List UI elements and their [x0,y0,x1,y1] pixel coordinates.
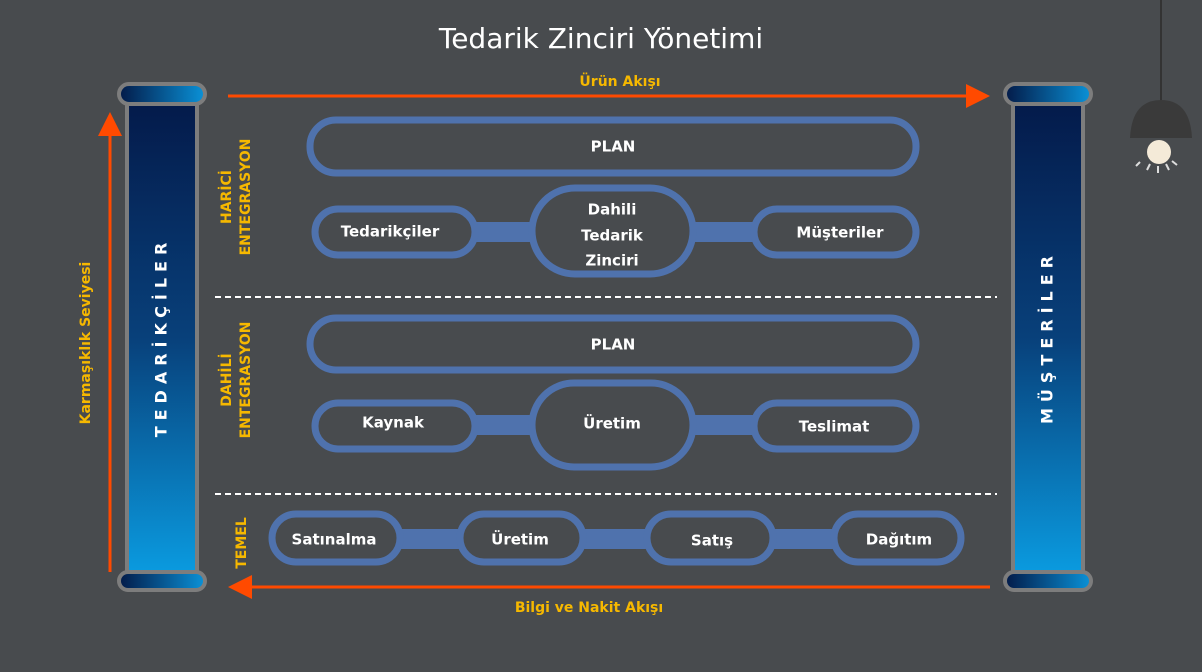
internal-supply-chain-node: Dahili [588,201,637,219]
delivery-node: Teslimat [799,418,870,436]
distribution-node: Dağıtım [866,531,932,549]
production-node: Üretim [491,530,549,549]
page-title: Tedarik Zinciri Yönetimi [438,22,763,55]
customers-node: Müşteriler [796,224,884,242]
suppliers-column: TEDARİKÇİLER [117,82,207,592]
internal-supply-chain-node: Tedarik [581,227,644,245]
suppliers-column-label: TEDARİKÇİLER [152,237,171,438]
lamp-icon [1130,0,1192,173]
sales-node: Satış [691,532,733,550]
internal-integration-section: DAHİLİ ENTEGRASYON PLAN Kaynak Üretim Te… [218,314,920,471]
internal-supply-chain-node: Zinciri [585,252,638,270]
info-cash-flow-label: Bilgi ve Nakit Akışı [515,600,663,616]
product-flow-label: Ürün Akışı [579,72,660,90]
plan-node: PLAN [591,336,636,354]
section-label: ENTEGRASYON [238,139,254,256]
plan-node: PLAN [591,138,636,156]
external-integration-section: HARİCİ ENTEGRASYON PLAN Tedarikçiler Dah… [218,116,920,278]
production-node: Üretim [583,414,641,433]
customers-column: MÜŞTERİLER [1003,82,1093,592]
section-label: DAHİLİ [218,353,235,407]
section-label: TEMEL [234,517,250,569]
procurement-node: Satınalma [292,531,377,549]
suppliers-node: Tedarikçiler [341,223,440,241]
section-label: HARİCİ [218,170,235,224]
base-section: TEMEL Satınalma Üretim Satış Dağıtım [234,510,965,569]
section-label: ENTEGRASYON [238,322,254,439]
customers-column-label: MÜŞTERİLER [1038,250,1057,424]
source-node: Kaynak [362,414,425,432]
complexity-label: Karmaşıklık Seviyesi [78,262,94,425]
